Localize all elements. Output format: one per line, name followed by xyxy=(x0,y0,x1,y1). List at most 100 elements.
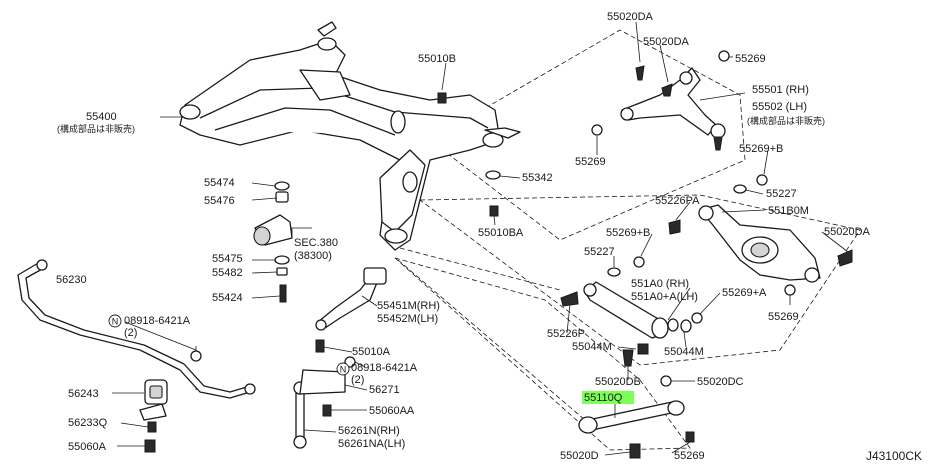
label-55269-top[interactable]: 55269 xyxy=(735,53,766,65)
part-labels: 55020DA 55020DA 55269 55501 (RH) 55502 (… xyxy=(56,11,871,462)
label-55474[interactable]: 55474 xyxy=(204,177,235,189)
circle-marker-letter: N xyxy=(340,365,347,375)
washer-55342 xyxy=(485,170,501,180)
bolt-55020DB xyxy=(622,349,634,367)
label-55044M-a[interactable]: 55044M xyxy=(572,341,612,353)
label-sec380[interactable]: SEC.380 xyxy=(294,237,338,249)
nut-55010B xyxy=(437,92,447,104)
label-55269A[interactable]: 55269+A xyxy=(722,287,767,299)
hardware xyxy=(144,50,853,459)
trailing-link xyxy=(315,267,387,331)
label-55020DA-top[interactable]: 55020DA xyxy=(607,11,654,23)
nut-55269-toe xyxy=(685,431,695,443)
label-56261NA[interactable]: 56261NA(LH) xyxy=(338,438,405,450)
label-55452M[interactable]: 55452M(LH) xyxy=(377,313,438,325)
nut-55010BA xyxy=(489,205,499,217)
label-55424[interactable]: 55424 xyxy=(212,292,243,304)
washer-55044M-c xyxy=(680,319,692,333)
nut-55269-upper xyxy=(718,50,730,62)
label-55501[interactable]: 55501 (RH) xyxy=(752,84,809,96)
label-55060A[interactable]: 55060A xyxy=(68,441,107,453)
washer-55044M-b xyxy=(667,318,679,332)
upper-arm xyxy=(620,67,726,151)
label-55482[interactable]: 55482 xyxy=(212,267,243,279)
label-551A0A[interactable]: 551A0+A(LH) xyxy=(631,291,698,303)
label-551B0M[interactable]: 551B0M xyxy=(768,205,809,217)
label-55020D[interactable]: 55020D xyxy=(560,450,599,462)
lateral-link xyxy=(583,281,669,339)
label-55020DA-lower[interactable]: 55020DA xyxy=(824,226,871,238)
label-55342[interactable]: 55342 xyxy=(522,172,553,184)
bolt-55020DA-upper-rear xyxy=(661,83,673,97)
washer-55227-front xyxy=(607,267,621,277)
circle-marker-upper: N xyxy=(108,314,122,328)
label-55269-toe[interactable]: 55269 xyxy=(674,450,705,462)
label-08918-lower[interactable]: 08918-6421A xyxy=(351,362,418,374)
nut-55010A xyxy=(315,339,325,353)
label-56230[interactable]: 56230 xyxy=(56,274,87,286)
label-55451M[interactable]: 55451M(RH) xyxy=(377,300,440,312)
bolt-55060AA xyxy=(322,404,332,417)
subframe-to-link-dash xyxy=(399,247,561,291)
label-56243[interactable]: 56243 xyxy=(68,388,99,400)
nut-55269A xyxy=(691,312,703,324)
label-55400[interactable]: 55400 xyxy=(86,111,117,123)
nut-55020DC xyxy=(660,375,672,387)
label-55476[interactable]: 55476 xyxy=(204,195,235,207)
label-55226PA[interactable]: 55226PA xyxy=(655,195,700,207)
label-55227-rear[interactable]: 55227 xyxy=(766,188,797,200)
circle-marker-lower: N xyxy=(336,362,350,376)
stabilizer-bushing xyxy=(144,379,168,405)
label-55010B[interactable]: 55010B xyxy=(418,53,456,65)
label-55269-front[interactable]: 55269 xyxy=(575,156,606,168)
label-55010A[interactable]: 55010A xyxy=(352,346,391,358)
label-55110Q[interactable]: 55110Q xyxy=(584,392,623,404)
nut-55269B xyxy=(756,174,768,186)
label-08918-upper[interactable]: 08918-6421A xyxy=(124,315,191,327)
label-56261N[interactable]: 56261N(RH) xyxy=(338,425,400,437)
bolt-55226P xyxy=(560,291,579,307)
nut-55269-front xyxy=(591,124,603,136)
leader-lines xyxy=(112,21,849,456)
label-55020DC[interactable]: 55020DC xyxy=(697,376,744,388)
lower-arm-group-outline xyxy=(418,194,861,366)
label-sec38300: (38300) xyxy=(294,250,332,262)
label-55020DA-second[interactable]: 55020DA xyxy=(643,36,690,48)
bolt-55044M-a xyxy=(637,343,649,355)
label-55226P[interactable]: 55226P xyxy=(547,328,585,340)
bolt-55020D xyxy=(629,443,641,459)
label-55227-front[interactable]: 55227 xyxy=(584,246,615,258)
label-note-not-sold-arm: (構成部品は非販売) xyxy=(747,115,825,126)
label-08918-upper-qty: (2) xyxy=(124,327,137,339)
label-55269-lower-arm[interactable]: 55269 xyxy=(768,311,799,323)
stabilizer-clamp xyxy=(139,403,167,421)
rear-subframe xyxy=(179,21,521,251)
toe-link xyxy=(578,400,685,434)
lower-arm xyxy=(698,204,821,283)
label-55269B-b[interactable]: 55269+B xyxy=(606,227,650,239)
label-55060AA[interactable]: 55060AA xyxy=(369,405,415,417)
label-56233Q[interactable]: 56233Q xyxy=(68,417,108,429)
label-56271[interactable]: 56271 xyxy=(369,384,400,396)
label-55475[interactable]: 55475 xyxy=(212,253,243,265)
diagram-id: J43100CK xyxy=(866,449,922,463)
mount-bushing-stack xyxy=(253,181,293,303)
bolt-56233Q xyxy=(147,421,157,433)
label-55010BA[interactable]: 55010BA xyxy=(478,227,524,239)
subframe-to-toe-link-dash xyxy=(397,259,586,421)
highlight-55110Q xyxy=(582,391,634,404)
bolt-55060A xyxy=(144,439,156,453)
label-55044M-b[interactable]: 55044M xyxy=(664,346,704,358)
bolt-55226PA xyxy=(668,219,681,235)
label-55269B-a[interactable]: 55269+B xyxy=(739,143,783,155)
bolt-55020DA-lower xyxy=(837,249,853,267)
nut-55269-lower-arm xyxy=(784,284,796,296)
washer-55227-rear xyxy=(733,184,747,194)
label-551A0[interactable]: 551A0 (RH) xyxy=(631,278,689,290)
nut-08918-upper xyxy=(190,350,202,362)
stabilizer-bracket xyxy=(299,369,346,395)
label-55502[interactable]: 55502 (LH) xyxy=(752,101,807,113)
label-55020DB[interactable]: 55020DB xyxy=(595,376,641,388)
upper-arm-group-outline xyxy=(429,29,746,241)
